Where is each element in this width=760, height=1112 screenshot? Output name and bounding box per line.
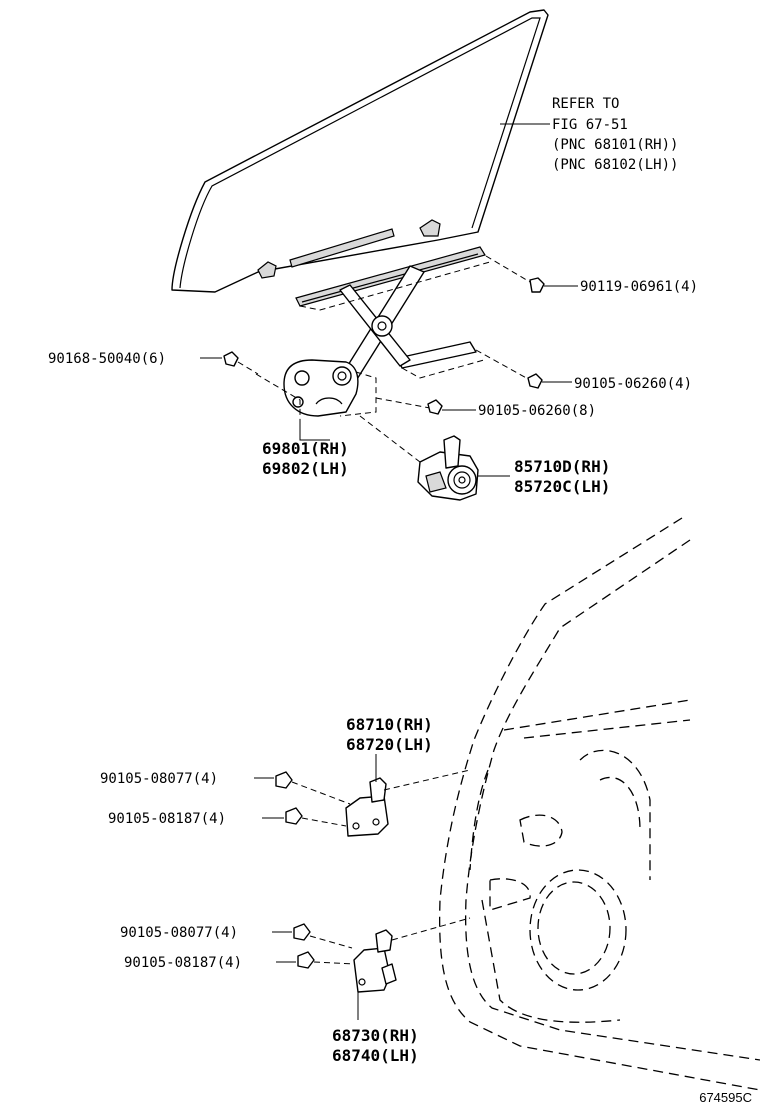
glass-channel (257, 219, 441, 279)
bolt-90168-50040[interactable] (200, 351, 259, 375)
label-lower-08077[interactable]: 90105-08077(4) (120, 925, 238, 941)
door-panel (439, 517, 760, 1091)
bolt-90105-06260-4[interactable] (475, 349, 572, 389)
label-90105-06260-8[interactable]: 90105-06260(8) (478, 403, 596, 419)
label-upper-hinge-lh[interactable]: 68720(LH) (346, 735, 433, 754)
bolt-upper-08077[interactable] (254, 771, 351, 805)
window-regulator[interactable] (283, 246, 486, 417)
refer-note-line2: FIG 67-51 (552, 117, 628, 133)
label-regulator-rh[interactable]: 69801(RH) (262, 439, 349, 458)
label-90168-50040[interactable]: 90168-50040(6) (48, 351, 166, 367)
label-lower-08187[interactable]: 90105-08187(4) (124, 955, 242, 971)
bolt-lower-08187[interactable] (276, 951, 355, 969)
label-upper-08077[interactable]: 90105-08077(4) (100, 771, 218, 787)
label-motor-rh[interactable]: 85710D(RH) (514, 457, 610, 476)
regulator-leader (299, 420, 330, 441)
bolt-lower-08077[interactable] (272, 923, 353, 949)
figure-code: 674595C (699, 1090, 752, 1105)
label-regulator-lh[interactable]: 69802(LH) (262, 459, 349, 478)
window-motor[interactable] (417, 435, 510, 501)
regulator-dashed-outline (255, 261, 491, 463)
label-lower-hinge-lh[interactable]: 68740(LH) (332, 1046, 419, 1065)
label-upper-hinge-rh[interactable]: 68710(RH) (346, 715, 433, 734)
door-glass[interactable] (171, 9, 549, 293)
upper-door-hinge[interactable] (345, 754, 471, 837)
label-motor-lh[interactable]: 85720C(LH) (514, 477, 610, 496)
refer-note-line3: (PNC 68101(RH)) (552, 137, 678, 153)
label-upper-08187[interactable]: 90105-08187(4) (108, 811, 226, 827)
bolt-upper-08187[interactable] (262, 807, 347, 827)
refer-note-line4: (PNC 68102(LH)) (552, 157, 678, 173)
bolt-90119-06961[interactable] (485, 255, 578, 293)
label-lower-hinge-rh[interactable]: 68730(RH) (332, 1026, 419, 1045)
lower-door-hinge[interactable] (353, 917, 471, 1020)
label-90119-06961[interactable]: 90119-06961(4) (580, 279, 698, 295)
label-90105-06260-4[interactable]: 90105-06260(4) (574, 376, 692, 392)
refer-note-line1: REFER TO (552, 96, 619, 112)
bolt-90105-06260-8[interactable] (375, 397, 476, 415)
